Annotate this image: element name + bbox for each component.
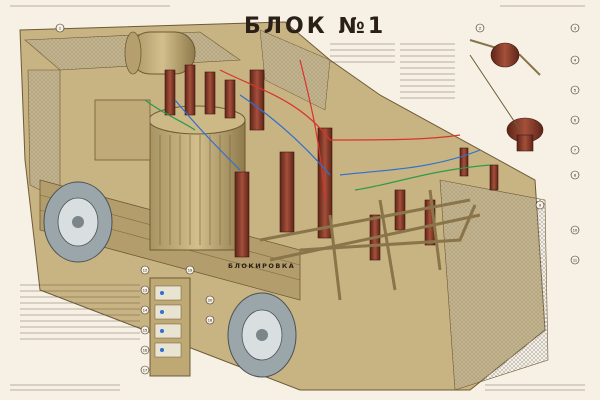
callout-circle: [570, 115, 580, 125]
callout-number: 10: [573, 228, 578, 233]
poster-title: БЛОК №1: [244, 14, 387, 39]
callout-number: 2: [479, 26, 482, 31]
callout-circle: [475, 23, 485, 33]
callout-number: 12: [143, 268, 148, 273]
control-wiring: [144, 59, 491, 201]
right-mesh-panel: [439, 179, 549, 391]
callout-circle: [140, 365, 150, 375]
callout-circle: [570, 85, 580, 95]
callout-circle: [535, 200, 545, 210]
callout-circle: [185, 265, 195, 275]
callout-number: 8: [574, 173, 577, 178]
insulator-detail-inset: [469, 39, 544, 152]
callout-circle: [570, 55, 580, 65]
callout-number: 17: [143, 368, 148, 373]
callout-number: 11: [573, 258, 578, 263]
callout-circle: [140, 305, 150, 315]
transformer-bushings: [164, 64, 265, 131]
callout-circle: [570, 225, 580, 235]
callout-number: 3: [574, 26, 577, 31]
blocking-section-title: БЛОКИРОВКА: [228, 262, 296, 270]
callout-number: 1: [59, 26, 62, 31]
callout-circle: [570, 23, 580, 33]
left-mesh-panel: [27, 69, 61, 201]
callout-circle: [140, 345, 150, 355]
callout-circle: [140, 325, 150, 335]
callout-circle: [55, 23, 65, 33]
callout-circle: [570, 145, 580, 155]
callout-number: 13: [143, 288, 148, 293]
callout-circle: [570, 255, 580, 265]
callout-circle: [140, 265, 150, 275]
callout-circle: [570, 170, 580, 180]
callout-number: 9: [539, 203, 542, 208]
callout-number: 14: [143, 308, 148, 313]
rear-wheel: [227, 292, 297, 378]
callout-number: 16: [143, 348, 148, 353]
callout-number: 20: [208, 298, 213, 303]
callout-circle: [205, 315, 215, 325]
legend-text-lines: [10, 5, 585, 391]
callout-number: 18: [208, 318, 213, 323]
callout-number: 5: [574, 88, 577, 93]
callout-circle: [140, 285, 150, 295]
front-wheel: [43, 181, 113, 263]
callout-number: 6: [574, 118, 577, 123]
top-mesh-panel: [259, 29, 331, 111]
callout-number: 19: [188, 268, 193, 273]
callout-circle: [205, 295, 215, 305]
callout-number: 7: [574, 148, 577, 153]
control-cabinet: [94, 99, 151, 161]
blocking-inset-panel: [149, 277, 191, 377]
oil-conservator-tank: [124, 31, 196, 75]
busbar-frame: [259, 189, 481, 301]
callout-number: 4: [574, 58, 577, 63]
callout-number: 15: [143, 328, 148, 333]
